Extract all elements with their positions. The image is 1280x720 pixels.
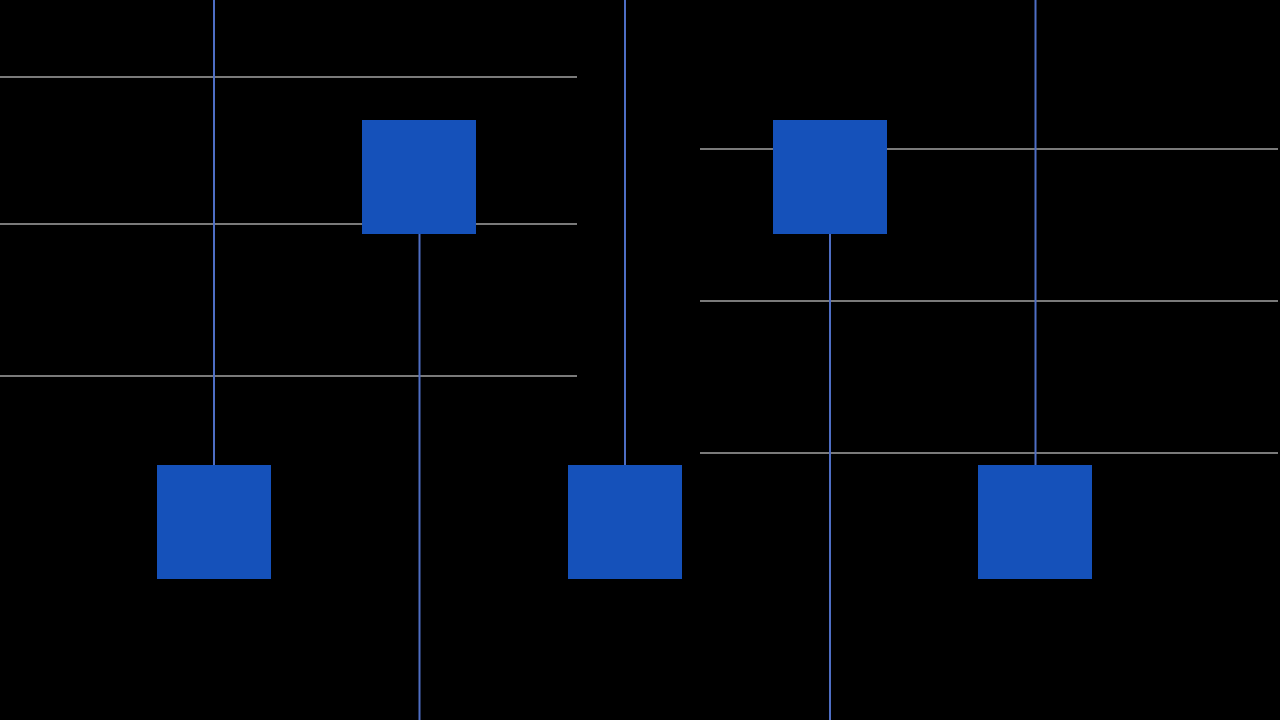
block-low-1 (157, 465, 271, 579)
block-low-3 (978, 465, 1092, 579)
stems (213, 0, 1037, 720)
blocks (157, 120, 1092, 579)
block-low-2 (568, 465, 682, 579)
block-high-2 (773, 120, 887, 234)
left-panel (0, 76, 577, 377)
block-high-1 (362, 120, 476, 234)
